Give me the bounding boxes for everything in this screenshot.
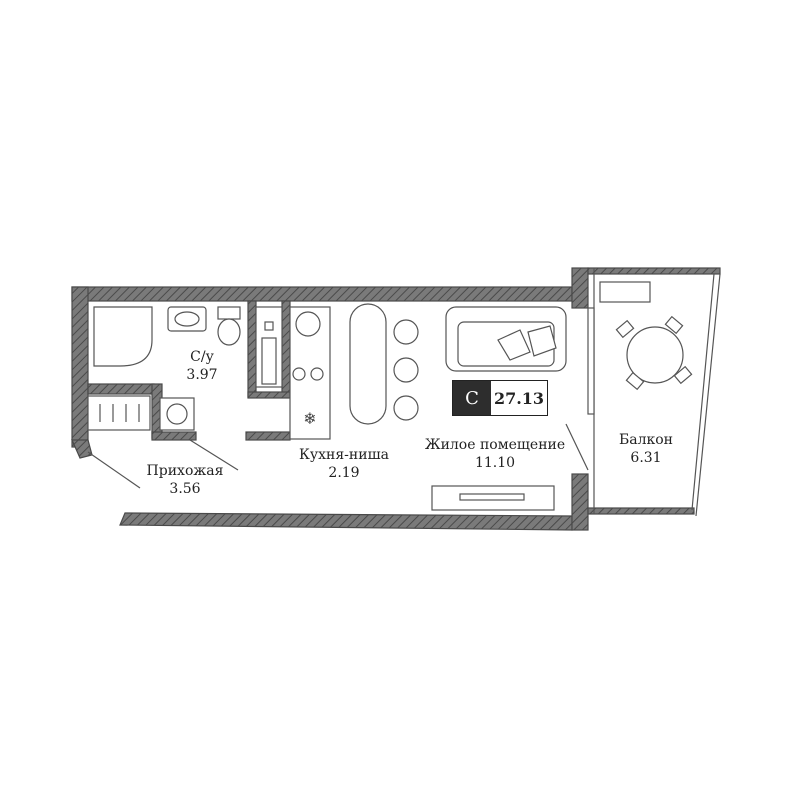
sink-basin [174, 311, 200, 327]
room-name: Балкон [618, 432, 674, 448]
cushion [497, 329, 531, 361]
balcony-chair [615, 319, 635, 339]
balcony-chair [673, 365, 693, 385]
snowflake-icon: ❄ [303, 409, 316, 428]
washing-machine-drum [166, 403, 188, 425]
bar-stool [393, 357, 419, 383]
shaft-valve [264, 321, 274, 331]
tv [459, 493, 525, 501]
room-name: С/у [190, 349, 214, 365]
bar-counter [349, 303, 387, 425]
bathroom [93, 306, 283, 388]
wall-left-lower [71, 439, 93, 459]
hall-door-swing [189, 439, 239, 471]
balcony-cabinet [599, 281, 651, 303]
wall-balcony-bottom [587, 507, 695, 515]
room-area: 3.97 [186, 367, 218, 383]
wall-right-bottom [571, 473, 589, 531]
room-label-balcony: Балкон 6.31 [616, 431, 676, 467]
balcony-chair [664, 315, 684, 335]
stove-burner [310, 367, 324, 381]
partition-kitchen [245, 431, 291, 441]
cushion [527, 325, 557, 357]
room-area: 11.10 [474, 455, 516, 471]
apartment-badge: С 27.13 [452, 380, 548, 416]
hallway [87, 395, 239, 489]
toilet-tank [217, 306, 241, 320]
partition-bath-right [247, 300, 257, 398]
entry-door-swing [87, 451, 141, 489]
water-heater [261, 337, 277, 385]
balcony-door-swing [565, 423, 589, 471]
room-area: 6.31 [630, 450, 662, 466]
bar-stool [393, 395, 419, 421]
wardrobe [87, 395, 151, 431]
room-name: Прихожая [146, 463, 224, 479]
partition-wardrobe-bottom [151, 431, 197, 441]
kitchen: ❄ [289, 303, 419, 440]
partition-shaft-bottom [247, 391, 291, 399]
apartment-type: С [453, 381, 491, 415]
wall-left [71, 286, 89, 448]
room-label-living: Жилое помещение 11.10 [420, 436, 570, 472]
wall-bottom [119, 512, 573, 531]
stove-burner [292, 367, 306, 381]
room-name: Кухня-ниша [299, 447, 389, 463]
room-label-hallway: Прихожая 3.56 [140, 462, 230, 498]
apartment-total-area: 27.13 [493, 388, 545, 408]
balcony-railing [695, 273, 721, 517]
washing-machine [159, 397, 195, 431]
balcony-table [626, 326, 684, 384]
shower-tray [93, 306, 153, 367]
room-name: Жилое помещение [424, 437, 566, 453]
living-room [431, 306, 567, 511]
kitchen-sink [295, 311, 321, 337]
toilet-bowl [217, 318, 241, 346]
wall-top [71, 286, 573, 302]
partition-bath-bottom [87, 383, 155, 395]
wall-right-top [571, 267, 589, 309]
balcony-chair [625, 371, 645, 391]
wall-balcony-top [587, 267, 721, 275]
partition-shaft-right [281, 300, 291, 398]
room-area: 2.19 [328, 465, 360, 481]
balcony-window [587, 307, 595, 415]
room-area: 3.56 [169, 481, 201, 497]
room-label-kitchen: Кухня-ниша 2.19 [294, 446, 394, 482]
bar-stool [393, 319, 419, 345]
balcony-railing-inner [691, 273, 715, 511]
balcony [565, 268, 721, 517]
room-label-bathroom: С/у 3.97 [180, 348, 224, 384]
